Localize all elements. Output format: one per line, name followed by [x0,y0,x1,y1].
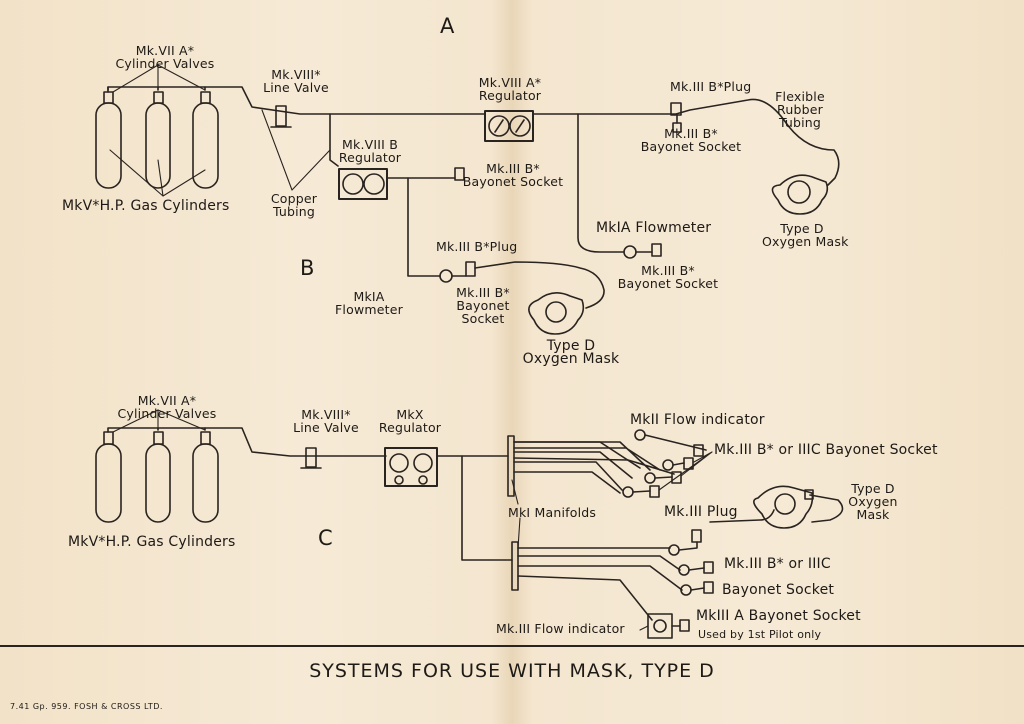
bayonet-socket-iiia-label: MkIII A Bayonet Socket [696,608,861,624]
cylinders-a [95,91,219,189]
regulator-viiia-label: Mk.VIII A*Regulator [478,75,542,103]
regulator-viiib [338,168,388,200]
bayonet-socket-c2-label-1: Mk.III B* or IIIC [724,556,831,572]
bayonet-socket-iiib-iiic-label: Mk.III B* or IIIC Bayonet Socket [714,442,938,458]
line-valve-c [300,447,322,469]
flowmeter-right [623,243,662,259]
mask-c [753,485,814,529]
regulator-viiia [484,110,534,142]
section-b-label: B [300,256,315,280]
manifolds-label: MkI Manifolds [508,505,597,520]
flow-indicator-iii [647,613,673,639]
mask-b [528,292,585,335]
flowmeter-right-label: MkIA Flowmeter [596,220,712,236]
flowmeter-b [439,261,476,283]
line-valve-a [270,105,292,128]
section-a-label: A [440,14,455,38]
cylinders-a-label: MkV*H.P. Gas Cylinders [62,198,230,214]
regulator-x [384,447,438,487]
bayonet-socket-top-label: Mk.III B*Bayonet Socket [640,126,742,154]
plug-iiib-b-label: Mk.III B*Plug [436,239,518,254]
pilot-only-label: Used by 1st Pilot only [698,628,822,641]
cylinder-valves-c-label: Mk.VII A*Cylinder Valves [117,393,217,421]
line-valve-a-label: Mk.VIII*Line Valve [263,67,329,95]
flow-indicator-iii-label: Mk.III Flow indicator [496,621,625,636]
line-valve-c-label: Mk.VIII*Line Valve [293,407,359,435]
mask-top [771,174,829,215]
plug-iii-label: Mk.III Plug [664,504,738,520]
bayonet-socket-top [670,102,682,133]
bayonet-socket-right-label: Mk.III B*Bayonet Socket [617,263,719,291]
cylinders-c-label: MkV*H.P. Gas Cylinders [68,534,236,550]
bayonet-socket-mid [454,167,465,181]
bayonet-socket-c2-label-2: Bayonet Socket [722,582,835,598]
print-footer: 7.41 Gp. 959. FOSH & CROSS LTD. [10,702,163,711]
cylinders-c [95,431,219,523]
bayonet-socket-mid-label: Mk.III B*Bayonet Socket [462,161,564,189]
cylinder-valves-a-label: Mk.VII A*Cylinder Valves [115,43,215,71]
section-c-label: C [318,526,333,550]
manifold-lower [511,541,683,621]
plug-iiib-top-label: Mk.III B*Plug [670,79,752,94]
flow-indicator-ii-label: MkII Flow indicator [630,412,765,428]
diagram-title: SYSTEMS FOR USE WITH MASK, TYPE D [309,660,715,682]
manifold-upper [507,435,675,497]
